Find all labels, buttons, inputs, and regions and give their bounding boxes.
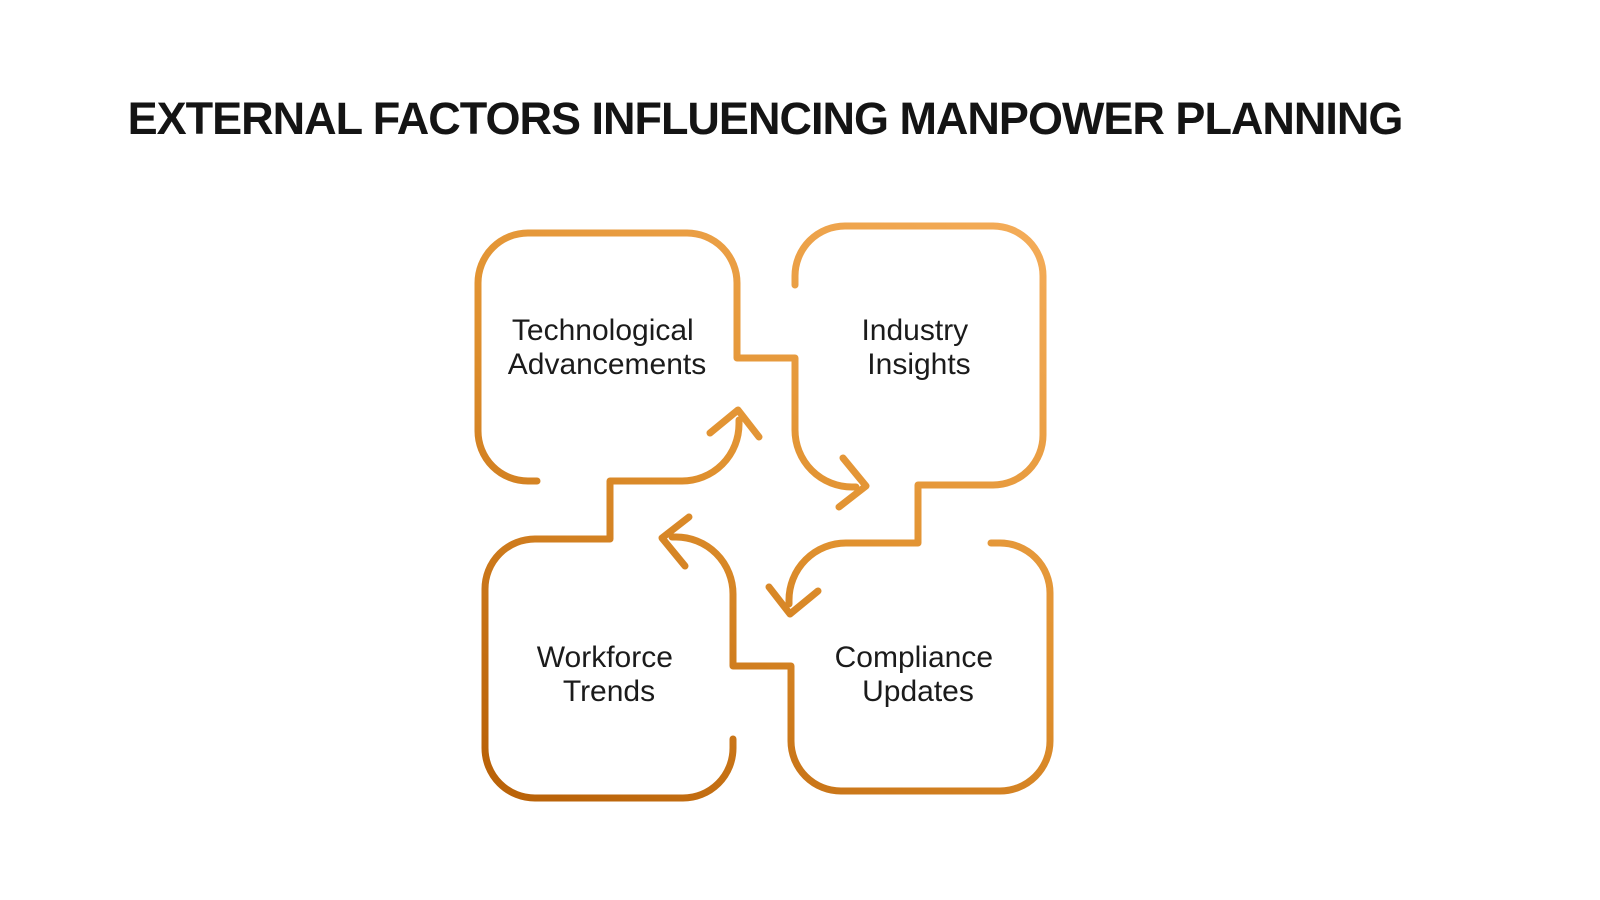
- label-technological-advancements: Technological Advancements: [508, 314, 706, 381]
- node-technological-advancements: Technological Advancements: [474, 229, 870, 511]
- label-workforce-trends: Workforce Trends: [537, 641, 682, 708]
- node-industry-insights: Industry Insights: [765, 222, 1047, 618]
- box-outline-technological-advancements: [474, 229, 860, 491]
- page-title: EXTERNAL FACTORS INFLUENCING MANPOWER PL…: [128, 93, 1403, 144]
- box-outline-industry-insights: [785, 222, 1047, 608]
- label-industry-insights: Industry Insights: [861, 314, 976, 381]
- node-compliance-updates: Compliance Updates: [658, 513, 1054, 795]
- arrow-compliance-to-workforce-head: [658, 513, 693, 570]
- arrow-technological-to-industry-head: [835, 454, 870, 511]
- arrow-workforce-to-technological-head: [706, 406, 763, 441]
- label-compliance-updates: Compliance Updates: [835, 641, 1002, 708]
- node-workforce-trends: Workforce Trends: [481, 406, 763, 802]
- box-outline-workforce-trends: [481, 416, 743, 802]
- arrow-industry-to-compliance-head: [765, 583, 822, 618]
- box-outline-compliance-updates: [668, 533, 1054, 795]
